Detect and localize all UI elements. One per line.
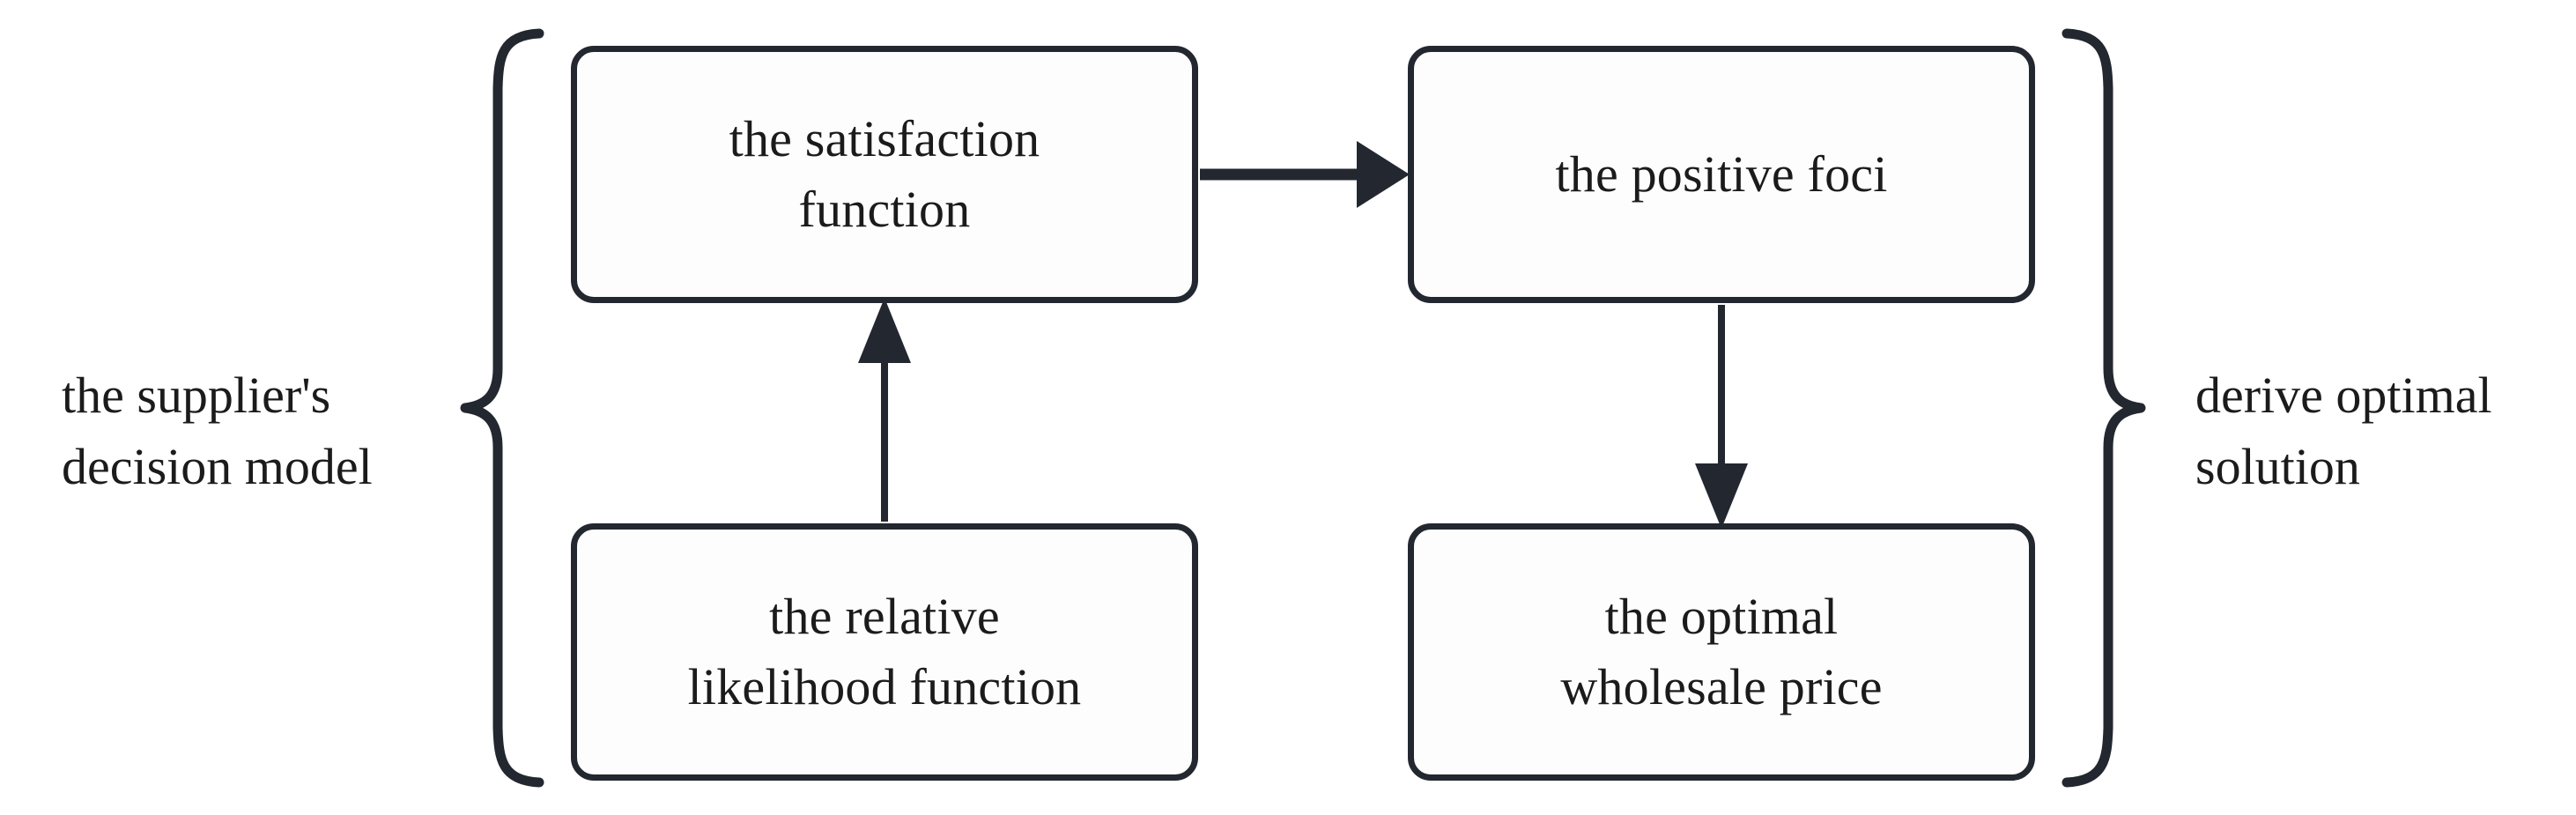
right-brace-label-line-1: derive optimal	[2195, 367, 2492, 424]
node-relative-likelihood-function[interactable]: the relative likelihood function	[571, 523, 1198, 781]
node-optimal-wholesale-price[interactable]: the optimal wholesale price	[1408, 523, 2035, 781]
node-satisfaction-function-line-2: function	[798, 181, 971, 238]
arrow-satisfaction-to-positive-foci	[1200, 141, 1410, 208]
node-satisfaction-function-line-1: the satisfaction	[729, 109, 1040, 167]
left-brace-label: the supplier's decision model	[62, 359, 373, 502]
node-positive-foci[interactable]: the positive foci	[1408, 46, 2035, 303]
arrow-likelihood-to-satisfaction	[858, 298, 911, 522]
left-brace-label-line-2: decision model	[62, 438, 373, 496]
right-brace-label: derive optimal solution	[2195, 359, 2492, 502]
arrow-positive-foci-to-wholesale-price	[1695, 305, 1748, 529]
node-relative-likelihood-function-line-1: the relative	[769, 587, 1000, 645]
right-curly-brace-icon	[2062, 28, 2146, 788]
node-optimal-wholesale-price-line-1: the optimal	[1604, 587, 1839, 645]
node-optimal-wholesale-price-line-2: wholesale price	[1560, 658, 1883, 715]
right-brace-label-line-2: solution	[2195, 438, 2360, 496]
node-positive-foci-line-1: the positive foci	[1555, 144, 1888, 203]
node-satisfaction-function[interactable]: the satisfaction function	[571, 46, 1198, 303]
node-relative-likelihood-function-line-2: likelihood function	[687, 658, 1082, 715]
left-brace-label-line-1: the supplier's	[62, 367, 331, 424]
left-curly-brace-icon	[460, 28, 544, 788]
